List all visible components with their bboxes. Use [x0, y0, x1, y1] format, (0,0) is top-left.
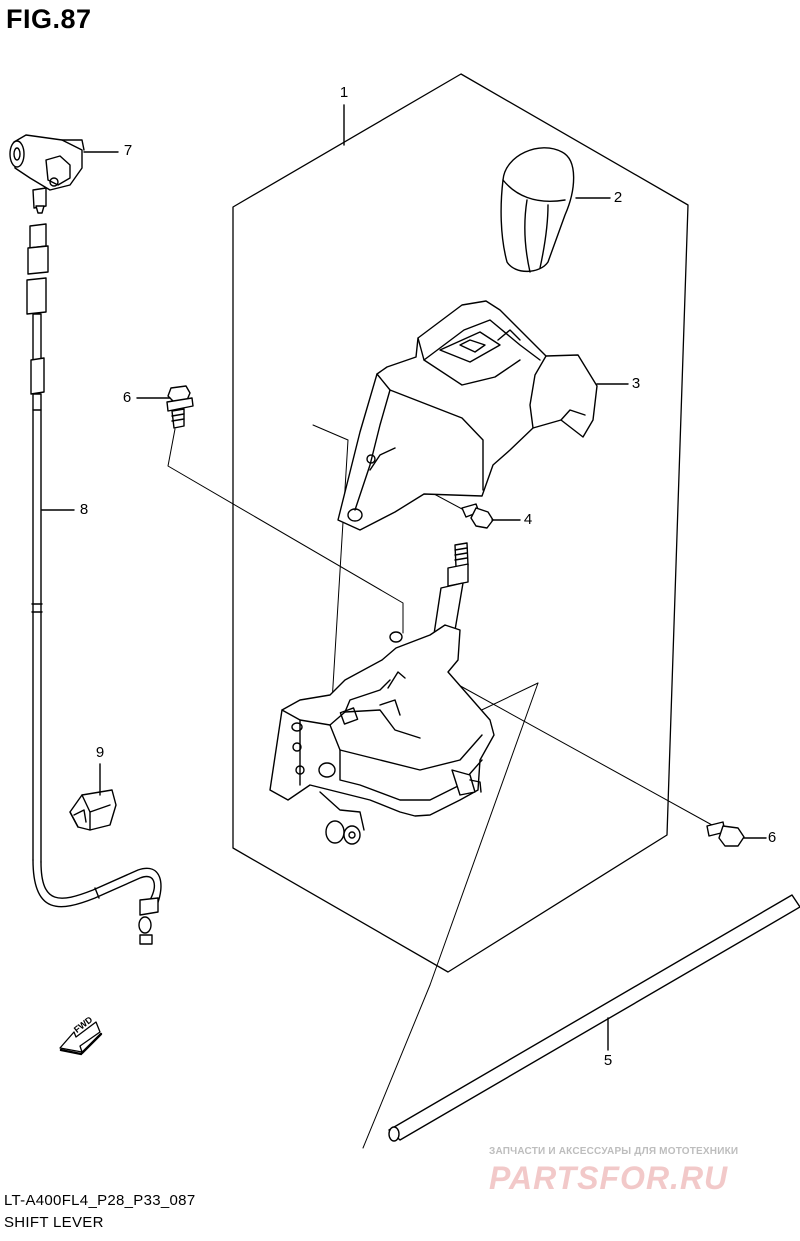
shift-knob [500, 147, 575, 273]
figure-name: SHIFT LEVER [4, 1214, 104, 1231]
bolt-4 [461, 503, 494, 529]
callout-5: 5 [603, 1052, 613, 1069]
watermark-subtitle: ЗАПЧАСТИ И АКСЕССУАРЫ ДЛЯ МОТОТЕХНИКИ [489, 1146, 739, 1157]
fwd-arrow-icon [59, 1021, 103, 1056]
guide-line-bolt6 [167, 428, 404, 634]
callout-7: 7 [123, 142, 133, 159]
callout-9: 9 [95, 744, 105, 761]
guide-line-right [454, 682, 713, 826]
shift-base [269, 624, 495, 845]
callout-8: 8 [79, 501, 89, 518]
figure-title: FIG.87 [6, 4, 92, 34]
guide-line-rod-upper [429, 682, 539, 986]
sensor-switch [9, 134, 85, 214]
assembly-frame [232, 73, 689, 973]
callout-1: 1 [339, 84, 349, 101]
shift-cover [337, 300, 598, 531]
callout-6-upper: 6 [122, 389, 132, 406]
cable-clip [69, 763, 117, 831]
guide-line-rod-lower [362, 984, 431, 1149]
extension-rod [388, 894, 800, 1142]
bolt-upper [166, 385, 194, 429]
shift-cable [26, 223, 162, 945]
guide-line-left [312, 424, 349, 736]
callout-6-lower: 6 [767, 829, 777, 846]
bolt-lower [706, 821, 745, 847]
watermark-logo: PARTSFOR.RU [489, 1160, 729, 1196]
figure-code: LT-A400FL4_P28_P33_087 [4, 1192, 196, 1209]
callout-3: 3 [631, 375, 641, 392]
callout-4: 4 [523, 511, 533, 528]
callout-2: 2 [613, 189, 623, 206]
